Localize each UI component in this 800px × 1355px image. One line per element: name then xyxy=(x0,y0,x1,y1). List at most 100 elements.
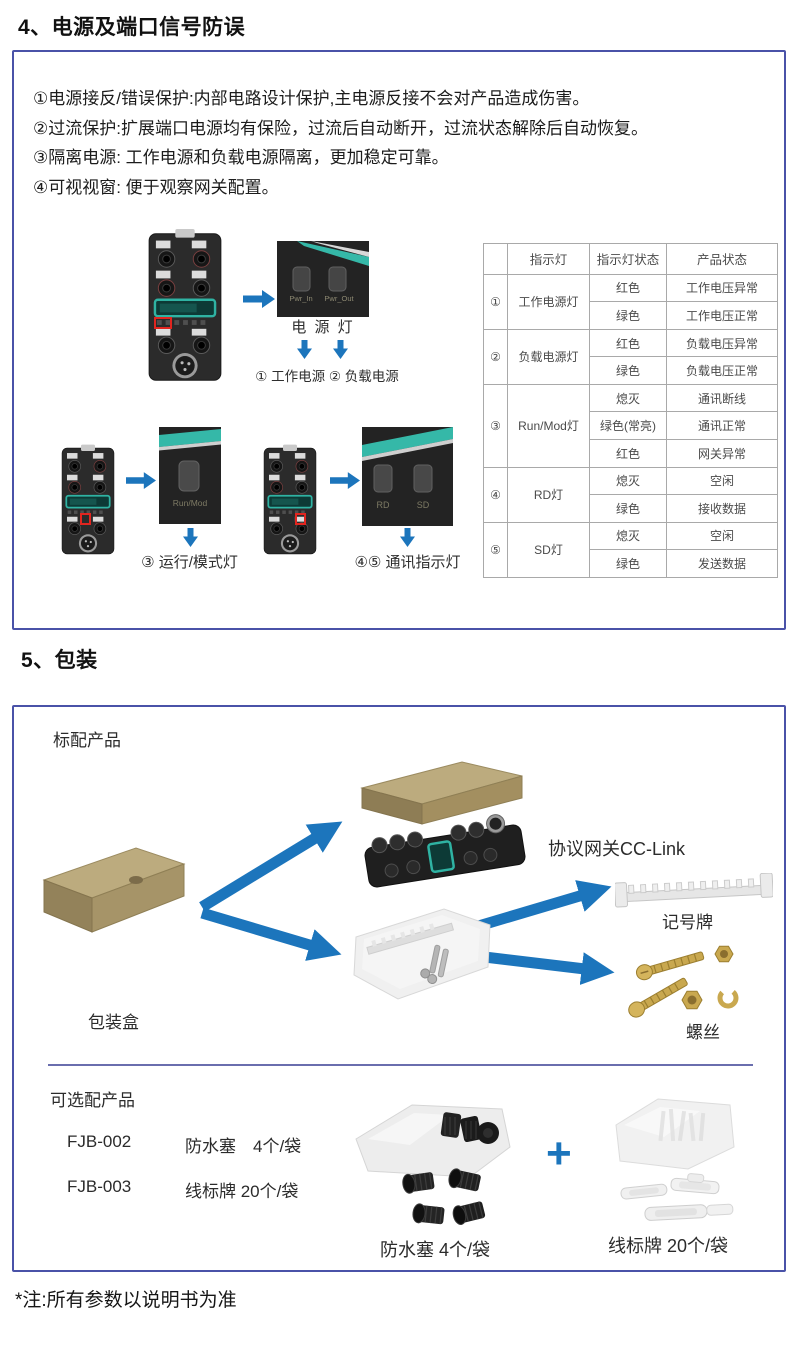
loose-plugs-image xyxy=(402,1168,486,1225)
indicator-table: 指示灯 指示灯状态 产品状态 ① 工作电源灯 红色 工作电压异常 绿色 工作电压… xyxy=(483,243,778,579)
power-light-closeup: Pwr_In Pwr_Out xyxy=(277,241,369,317)
comm-light-closeup: RD SD xyxy=(362,427,453,526)
cell-state: 红色 xyxy=(589,439,667,468)
header-product: 产品状态 xyxy=(666,243,778,275)
optional-item-model: FJB-003 xyxy=(67,1177,132,1196)
footnote: *注:所有参数以说明书为准 xyxy=(15,1290,237,1311)
group-light: Run/Mod灯 xyxy=(507,383,590,468)
screws-image xyxy=(628,945,739,1018)
group-no: ① xyxy=(483,273,508,330)
cell-product: 网关异常 xyxy=(666,439,778,468)
wiremark-bag-image xyxy=(615,1098,735,1170)
comm-caption: ④⑤ 通讯指示灯 xyxy=(354,554,461,571)
highlight-power-leds xyxy=(154,317,172,329)
table-row: 绿色 工作电压正常 xyxy=(484,301,778,330)
table-row: ③ Run/Mod灯 熄灭 通讯断线 xyxy=(483,383,778,468)
cell-state: 熄灭 xyxy=(589,383,667,413)
plug-caption: 防水塞 4个/袋 xyxy=(380,1240,491,1260)
cell-state: 熄灭 xyxy=(589,466,667,496)
device-photo-3 xyxy=(262,419,318,583)
cell-product: 发送数据 xyxy=(666,549,778,578)
bullet-3: ③隔离电源: 工作电源和负载电源隔离，更加稳定可靠。 xyxy=(33,148,449,167)
arrow-down-icon xyxy=(333,340,348,359)
table-row: 绿色 发送数据 xyxy=(484,549,778,578)
section5-title: 5、包装 xyxy=(21,649,98,672)
marker-strip-label: 记号牌 xyxy=(662,913,713,932)
cell-state: 绿色(常亮) xyxy=(589,411,667,441)
standard-products-label: 标配产品 xyxy=(53,731,121,750)
pwr-in-label: Pwr_In xyxy=(289,294,312,303)
bullet-1: ①电源接反/错误保护:内部电路设计保护,主电源反接不会对产品造成伤害。 xyxy=(33,89,590,108)
table-row: 绿色 接收数据 xyxy=(484,494,778,523)
group-no: ⑤ xyxy=(483,521,508,579)
carton-box-label: 包装盒 xyxy=(88,1013,139,1032)
device-photo-1 xyxy=(145,227,225,387)
arrow-down-icon xyxy=(183,528,198,547)
group-no: ④ xyxy=(483,466,508,523)
table-row: ② 负载电源灯 红色 负载电压异常 xyxy=(483,328,778,385)
group-no: ② xyxy=(483,328,508,385)
power-light-caption: 电 源 灯 xyxy=(291,319,355,336)
cell-product: 通讯断线 xyxy=(666,383,778,413)
cell-state: 红色 xyxy=(589,328,667,358)
loose-wiremarks-image xyxy=(620,1173,734,1221)
cell-product: 通讯正常 xyxy=(666,411,778,441)
power-sub-caption: ① 工作电源 ② 负载电源 xyxy=(255,369,399,384)
group-no: ③ xyxy=(483,383,508,468)
group-light: RD灯 xyxy=(507,466,590,523)
section4-bullets: ①电源接反/错误保护:内部电路设计保护,主电源反接不会对产品造成伤害。 ②过流保… xyxy=(33,84,648,202)
runmod-label: Run/Mod xyxy=(173,498,208,508)
highlight-runmod-led xyxy=(80,513,91,525)
header-blank xyxy=(483,243,508,275)
optional-products-label: 可选配产品 xyxy=(50,1091,135,1110)
cell-product: 接收数据 xyxy=(666,494,778,523)
optional-item-desc: 线标牌 20个/袋 xyxy=(185,1182,299,1201)
runmod-light-closeup: Run/Mod xyxy=(159,427,221,524)
table-row: ⑤ SD灯 熄灭 空闲 xyxy=(483,521,778,579)
divider xyxy=(48,1064,753,1066)
header-light: 指示灯 xyxy=(507,243,590,275)
cell-state: 绿色 xyxy=(589,301,667,330)
arrow-down-icon xyxy=(297,340,312,359)
highlight-comm-led xyxy=(295,513,306,525)
cell-product: 工作电压异常 xyxy=(666,273,778,303)
rd-label: RD xyxy=(377,500,390,510)
cell-state: 绿色 xyxy=(589,549,667,578)
group-light: SD灯 xyxy=(507,521,590,579)
arrow-right-icon xyxy=(243,290,275,308)
cell-state: 熄灭 xyxy=(589,521,667,551)
cell-product: 负载电压异常 xyxy=(666,328,778,358)
arrow-right-icon xyxy=(330,472,360,489)
accessory-bag-image xyxy=(353,908,491,1000)
plus-sign: + xyxy=(546,1129,572,1178)
cell-product: 工作电压正常 xyxy=(666,301,778,330)
gateway-label: 协议网关CC-Link xyxy=(548,839,686,859)
screws-label: 螺丝 xyxy=(686,1023,720,1042)
cell-product: 空闲 xyxy=(666,521,778,551)
pwr-out-label: Pwr_Out xyxy=(324,294,354,303)
marker-strip-image xyxy=(615,873,773,908)
device-photo-2 xyxy=(60,419,116,583)
carton-box-image xyxy=(42,847,186,933)
gateway-package-image xyxy=(360,761,526,888)
table-row: ① 工作电源灯 红色 工作电压异常 xyxy=(483,273,778,330)
section4-title: 4、电源及端口信号防误 xyxy=(18,16,246,39)
arrow-right-icon xyxy=(126,472,156,489)
cell-state: 红色 xyxy=(589,273,667,303)
cell-state: 绿色 xyxy=(589,494,667,523)
runmod-caption: ③ 运行/模式灯 xyxy=(141,554,238,571)
sd-label: SD xyxy=(417,500,430,510)
cell-state: 绿色 xyxy=(589,356,667,385)
optional-item-desc: 防水塞 4个/袋 xyxy=(185,1137,302,1156)
header-state: 指示灯状态 xyxy=(589,243,667,275)
wiremark-caption: 线标牌 20个/袋 xyxy=(608,1236,729,1256)
plug-bag-image xyxy=(355,1104,511,1178)
table-header-row: 指示灯 指示灯状态 产品状态 xyxy=(483,243,778,275)
cell-product: 负载电压正常 xyxy=(666,356,778,385)
optional-item-model: FJB-002 xyxy=(67,1132,132,1151)
group-light: 工作电源灯 xyxy=(507,273,590,330)
table-row: ④ RD灯 熄灭 空闲 xyxy=(483,466,778,523)
bullet-2: ②过流保护:扩展端口电源均有保险，过流后自动断开，过流状态解除后自动恢复。 xyxy=(33,118,648,138)
group-light: 负载电源灯 xyxy=(507,328,590,385)
